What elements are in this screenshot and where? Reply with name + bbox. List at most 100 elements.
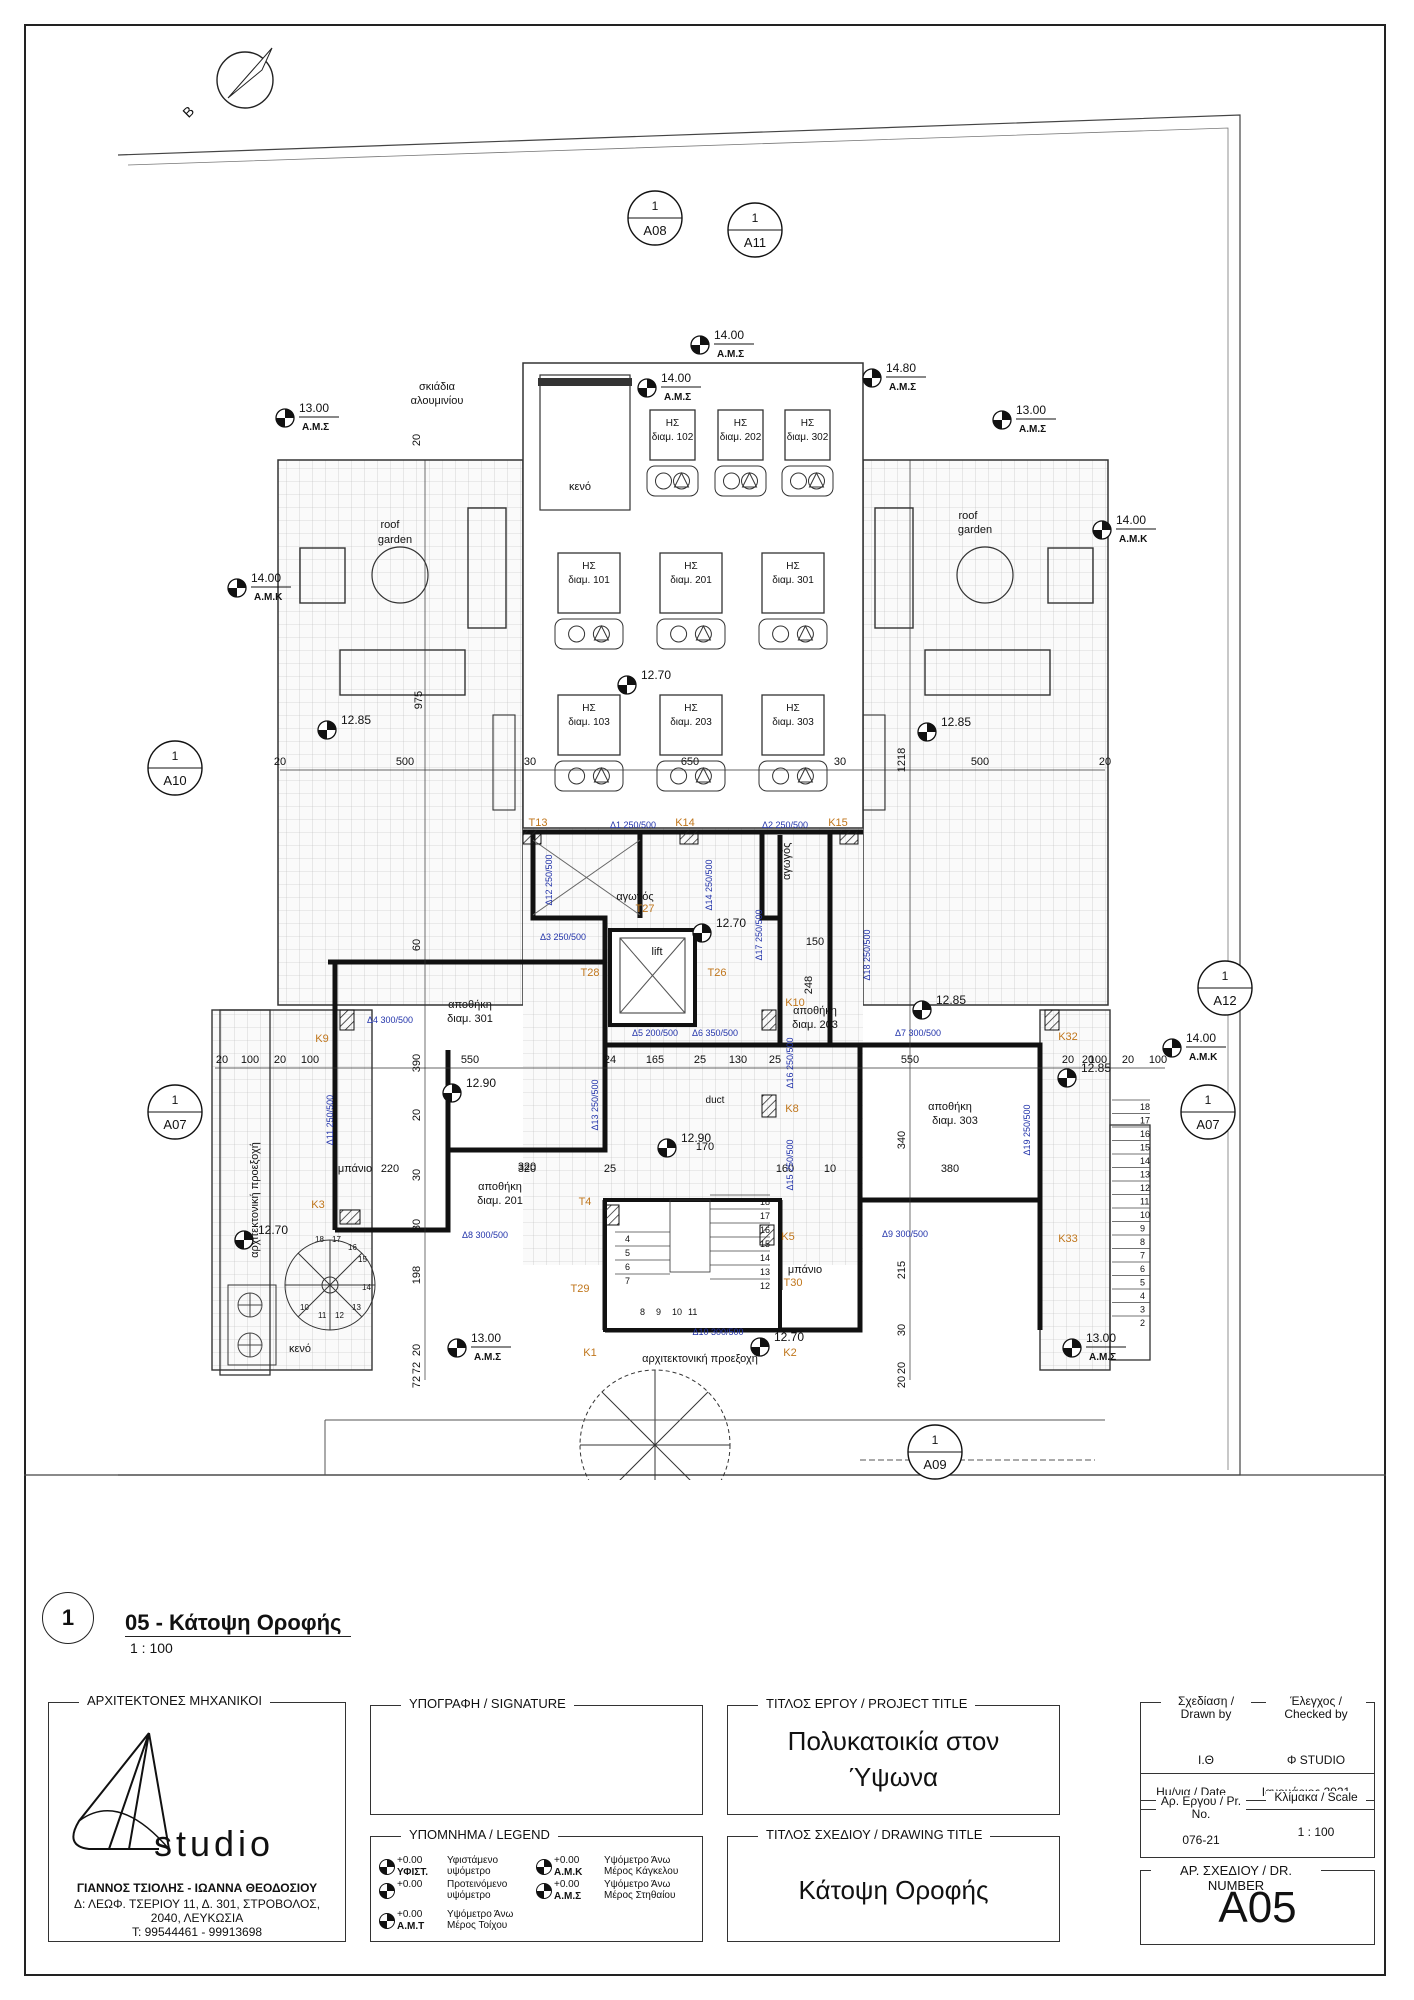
column-label: Τ30 [784, 1277, 803, 1289]
beam-dimension: Δ2 250/500 [762, 820, 808, 830]
dimension-label: 20 [411, 1109, 423, 1121]
project-title-1: Πολυκατοικία στον [787, 1726, 1000, 1756]
storage-201-label: αποθήκη [478, 1181, 522, 1193]
column-label: Κ14 [675, 817, 695, 829]
dimension-label: 170 [696, 1141, 714, 1153]
spiral-stair-number: 15 [358, 1255, 367, 1264]
level-marker: 12.85 [917, 715, 971, 742]
project-title-box: ΤΙΤΛΟΣ ΕΡΓΟΥ / PROJECT TITLE Πολυκατοικί… [727, 1696, 1060, 1815]
svg-text:Α.Μ.Σ: Α.Μ.Σ [717, 349, 744, 360]
svg-text:Α.Μ.Σ: Α.Μ.Σ [302, 422, 329, 433]
beam-dimension: Δ16 250/500 [785, 1037, 795, 1088]
dimension-label: 30 [834, 756, 846, 768]
beam-dimension: Δ7 300/500 [895, 1028, 941, 1038]
dimension-label: 20 [1062, 1054, 1074, 1066]
drawing-number-circle: 1 [42, 1592, 94, 1644]
svg-text:αλουμινίου: αλουμινίου [411, 395, 464, 407]
dimension-label: 500 [971, 756, 989, 768]
level-symbol-icon [379, 1913, 395, 1929]
heater-label: ΗΣ [786, 561, 799, 572]
column-label: Κ2 [783, 1347, 796, 1359]
dimension-label: 24 [604, 1054, 616, 1066]
dimension-label: 30 [411, 1219, 423, 1231]
heater-unit: διαμ. 202 [720, 432, 762, 443]
beam-dimension: Δ15 250/500 [785, 1139, 795, 1190]
legend-item: +0.00 Α.Μ.Σ Υψόμετρο Άνω Μέρος Στηθαίου [536, 1879, 691, 1905]
column-label: Κ10 [785, 997, 805, 1009]
dimension-label: 60 [411, 939, 423, 951]
stair-number: 2 [1140, 1318, 1145, 1328]
drawing-title-box: ΤΙΤΛΟΣ ΣΧΕΔΙΟΥ / DRAWING TITLE Κάτοψη Ορ… [727, 1827, 1060, 1942]
drawn-by-label: Σχεδίαση / Drawn by [1161, 1695, 1251, 1721]
svg-text:14.00: 14.00 [251, 571, 281, 585]
stair-number: 17 [760, 1211, 770, 1221]
column-label: Κ5 [781, 1231, 794, 1243]
dimension-label: 20 [1122, 1054, 1134, 1066]
spiral-stair [284, 1239, 376, 1331]
column-label: Κ32 [1058, 1031, 1078, 1043]
dimension-label: 248 [803, 976, 815, 994]
level-marker: 13.00Α.Μ.Σ [1062, 1331, 1126, 1363]
svg-text:A10: A10 [163, 773, 186, 788]
column-label: Κ1 [583, 1347, 596, 1359]
roof-garden-right: roof [959, 510, 979, 522]
architect-names: ΓΙΑΝΝΟΣ ΤΣΙΟΛΗΣ - ΙΩΑΝΝΑ ΘΕΟΔΟΣΙΟΥ [76, 1881, 318, 1895]
stair-number: 4 [1140, 1291, 1145, 1301]
legend-item: +0.00 ΥΦΙΣΤ. Υφιστάμενο υψόμετρο [379, 1855, 534, 1881]
void-label: κενό [569, 481, 591, 493]
dimension-label: 20 [411, 1344, 423, 1356]
dimension-label: 25 [769, 1054, 781, 1066]
svg-text:1: 1 [932, 1433, 939, 1447]
dimension-label: 500 [396, 756, 414, 768]
roof-garden-left: roof [381, 519, 401, 531]
dimension-label: 130 [729, 1054, 747, 1066]
heater-label: ΗΣ [684, 703, 697, 714]
svg-text:1: 1 [652, 199, 659, 213]
svg-text:Α.Μ.Κ: Α.Μ.Κ [254, 592, 283, 603]
stair-number: 12 [1140, 1183, 1150, 1193]
dimension-label: 320 [518, 1161, 536, 1173]
svg-text:1: 1 [172, 1093, 179, 1107]
column-label: Κ8 [785, 1103, 798, 1115]
svg-text:Α.Μ.Σ: Α.Μ.Σ [889, 382, 916, 393]
beam-dimension: Δ19 250/500 [1022, 1104, 1032, 1155]
heater-label: ΗΣ [582, 703, 595, 714]
svg-text:A07: A07 [1196, 1117, 1219, 1132]
beam-dimension: Δ18 250/500 [862, 929, 872, 980]
dimension-label: 10 [824, 1163, 836, 1175]
svg-text:12.85: 12.85 [941, 715, 971, 729]
svg-text:Α.Μ.Κ: Α.Μ.Κ [1189, 1052, 1218, 1063]
legend-item: +0.00 Προτεινόμενο υψόμετρο [379, 1879, 534, 1905]
svg-text:A09: A09 [923, 1457, 946, 1472]
column-label: Τ29 [571, 1283, 590, 1295]
column-label: Τ26 [708, 967, 727, 979]
svg-text:12.85: 12.85 [936, 993, 966, 1007]
svg-text:διαμ. 201: διαμ. 201 [477, 1195, 523, 1207]
architects-box: ΑΡΧΙΤΕΚΤΟΝΕΣ ΜΗΧΑΝΙΚΟΙ studio ΓΙΑΝΝΟΣ ΤΣ… [48, 1693, 346, 1942]
dimension-label: 100 [301, 1054, 319, 1066]
scale: 1 : 100 [1297, 1825, 1335, 1839]
stair-number: 4 [625, 1234, 630, 1244]
svg-text:A11: A11 [744, 235, 766, 250]
svg-text:12.70: 12.70 [641, 668, 671, 682]
svg-text:14.00: 14.00 [1116, 513, 1146, 527]
stair-number: 14 [1140, 1156, 1150, 1166]
dimension-label: 20 [896, 1376, 908, 1388]
dimension-label: 20 [216, 1054, 228, 1066]
level-symbol-icon [536, 1859, 552, 1875]
column-label: Τ13 [529, 817, 548, 829]
scale-label: Κλίμακα / Scale [1266, 1791, 1366, 1804]
beam-dimension: Δ12 250/500 [544, 854, 554, 905]
heater-label: ΗΣ [666, 418, 679, 429]
checked-by-label: Έλεγχος / Checked by [1266, 1695, 1366, 1721]
